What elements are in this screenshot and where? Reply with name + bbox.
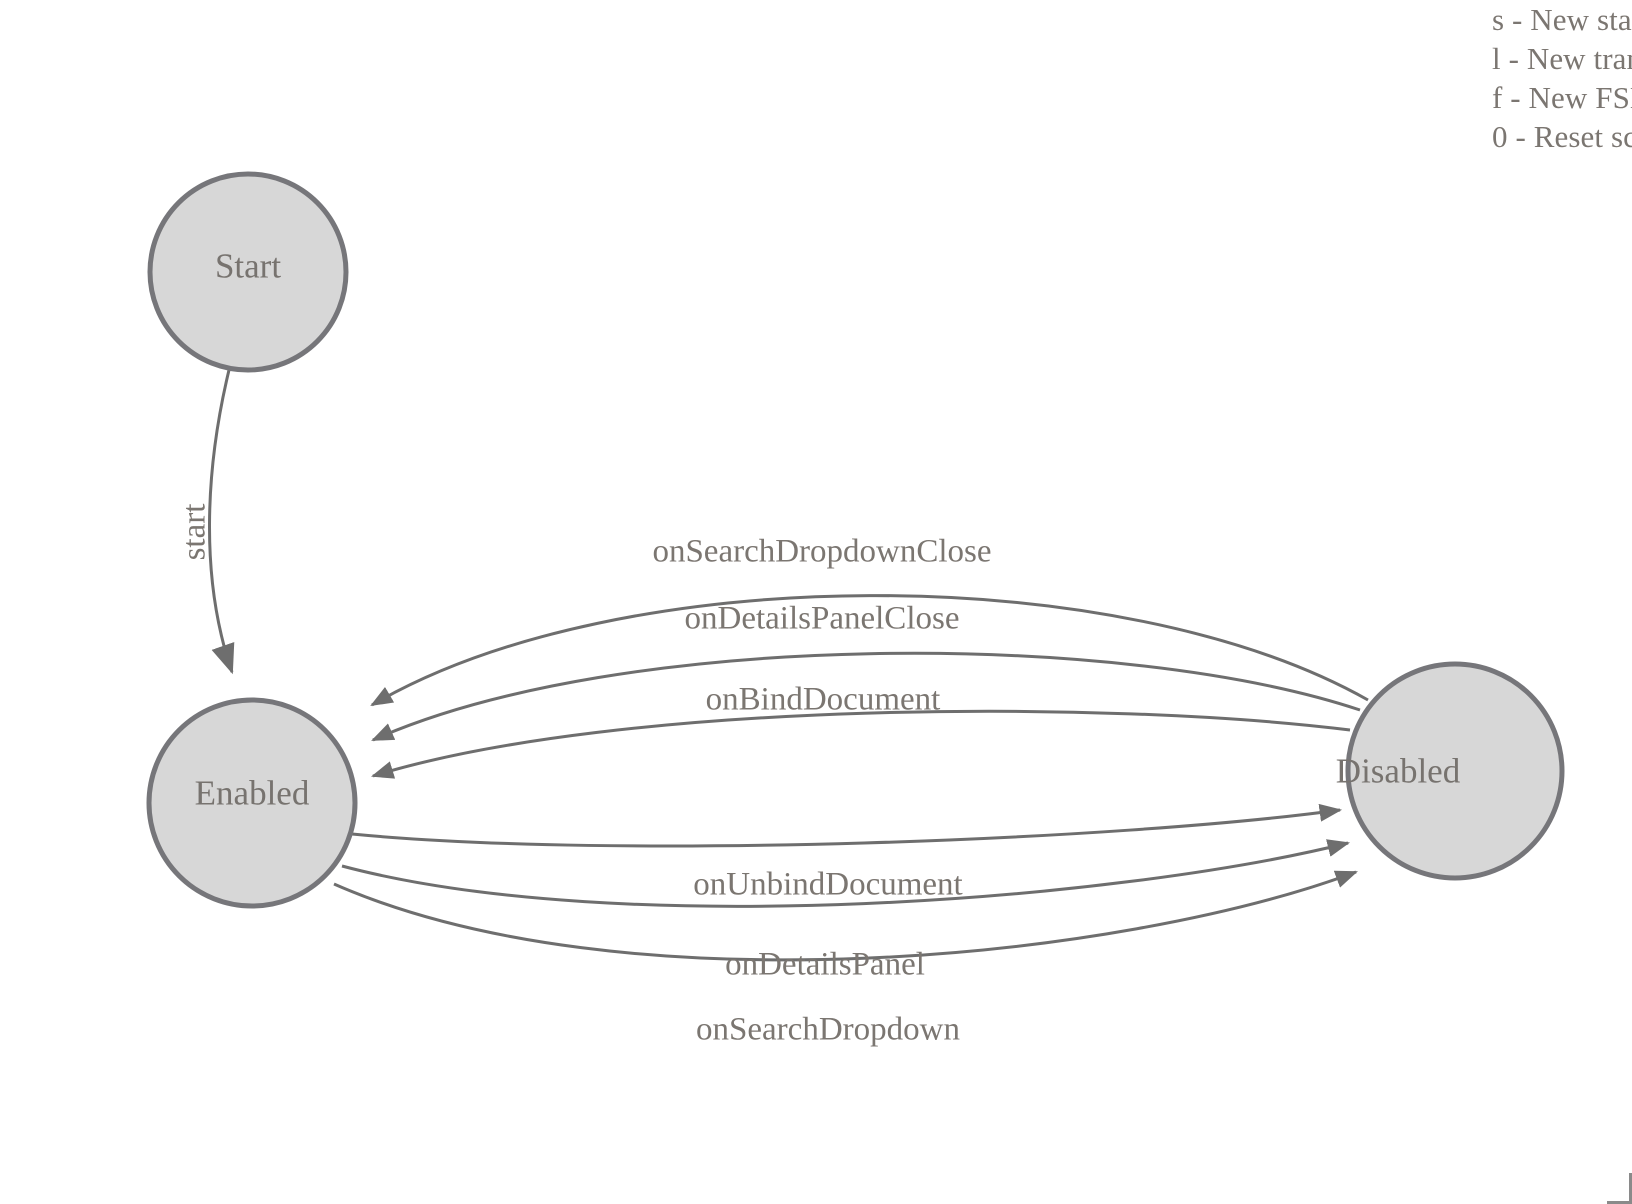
state-label-enabled: Enabled	[194, 773, 310, 813]
legend-line-reset-scale: 0 - Reset scale	[1492, 119, 1632, 154]
legend-line-new-transition: l - New transition	[1492, 41, 1632, 76]
transition-path-on-bind-document[interactable]	[370, 709, 1351, 779]
state-node-start[interactable]	[147, 171, 349, 373]
transition-path-on-details-panel-close[interactable]	[371, 651, 1361, 742]
panel-edge-vertical	[1629, 1173, 1632, 1204]
keyboard-shortcuts-legend: s - New state l - New transition f - New…	[1492, 0, 1632, 156]
state-label-disabled: Disabled	[1335, 751, 1461, 791]
transition-path-on-details-panel[interactable]	[341, 839, 1351, 908]
transition-path-on-search-dropdown-close[interactable]	[370, 594, 1369, 707]
state-node-enabled[interactable]	[146, 697, 358, 909]
transition-label-on-unbind-document[interactable]: onUnbindDocument	[693, 866, 963, 903]
transition-label-on-details-panel-close[interactable]: onDetailsPanelClose	[684, 600, 960, 637]
transition-path-on-search-dropdown[interactable]	[333, 870, 1358, 962]
state-node-disabled[interactable]	[1345, 661, 1565, 881]
transition-path-start[interactable]	[208, 369, 235, 675]
state-label-start: Start	[214, 246, 282, 286]
transition-label-on-bind-document[interactable]: onBindDocument	[705, 681, 941, 718]
legend-line-new-state: s - New state	[1492, 2, 1632, 37]
legend-line-new-fsm: f - New FSM	[1492, 80, 1632, 115]
transition-path-on-unbind-document[interactable]	[351, 803, 1343, 848]
panel-edge-horizontal	[1607, 1201, 1632, 1204]
transition-label-on-search-dropdown[interactable]: onSearchDropdown	[696, 1011, 960, 1048]
transition-label-start[interactable]: start	[176, 503, 213, 561]
transition-label-on-details-panel[interactable]: onDetailsPanel	[725, 946, 925, 983]
transition-label-on-search-dropdown-close[interactable]: onSearchDropdownClose	[652, 533, 992, 570]
